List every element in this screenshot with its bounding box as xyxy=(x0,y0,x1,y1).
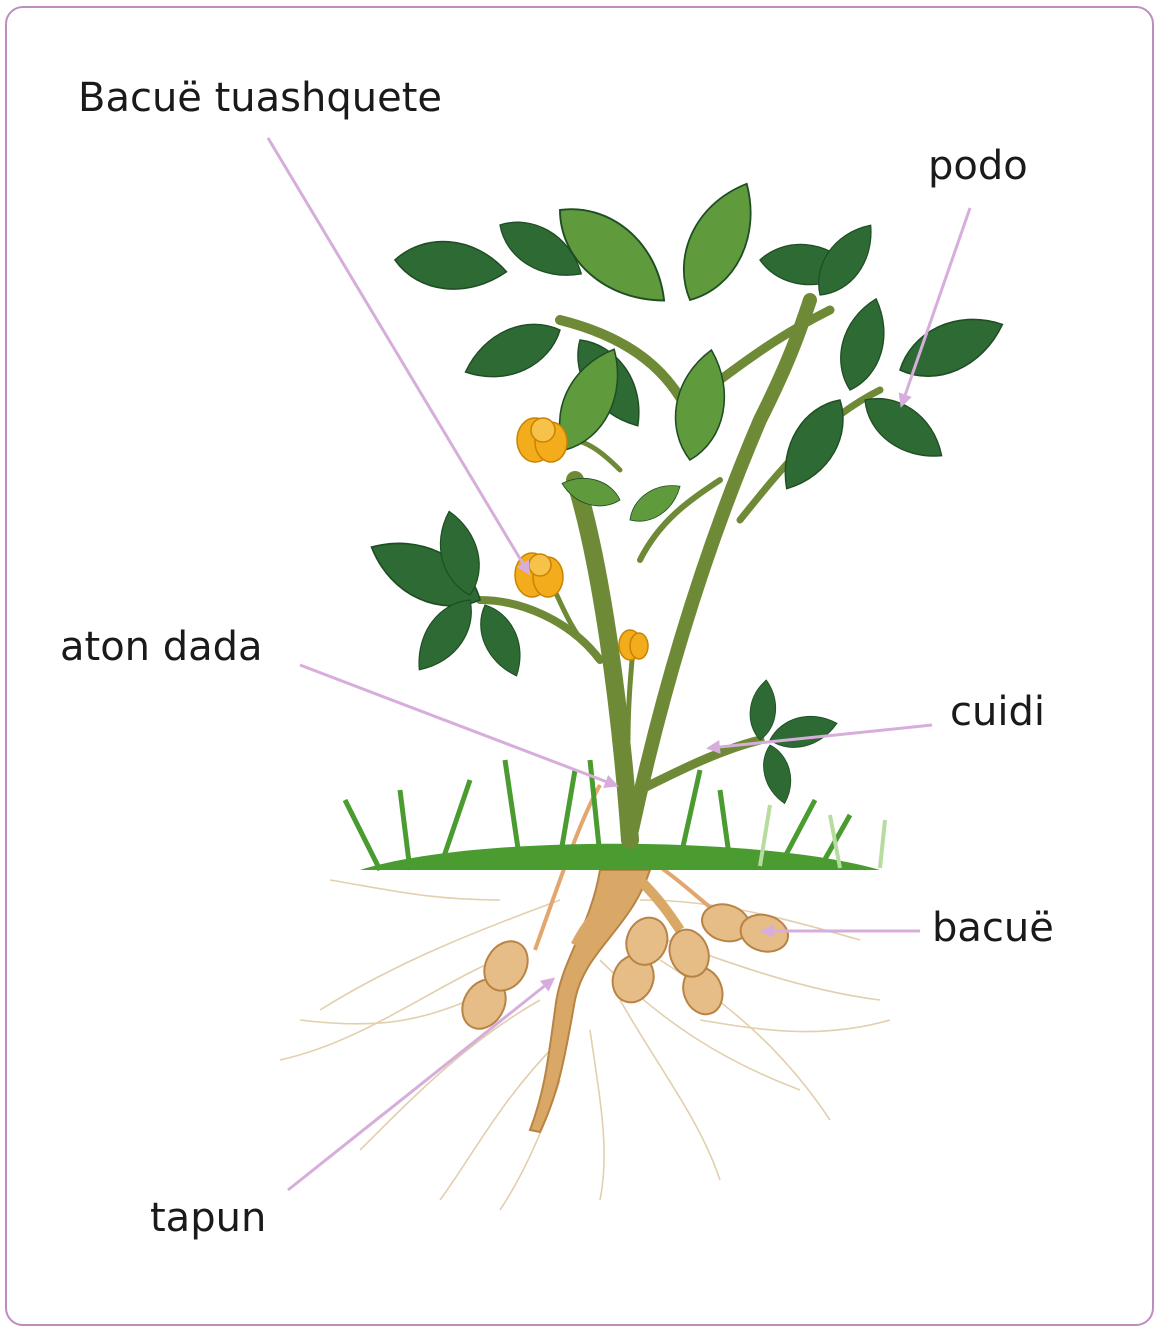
label-stem-base: aton dada xyxy=(60,627,263,667)
label-pod: bacuë xyxy=(932,908,1054,948)
leaves xyxy=(361,172,1012,806)
label-branch: cuidi xyxy=(950,692,1045,732)
grass xyxy=(345,760,885,870)
root-pointer xyxy=(288,980,552,1190)
label-root: tapun xyxy=(150,1198,266,1238)
label-flower: Bacuë tuashquete xyxy=(78,78,442,118)
label-leaf: podo xyxy=(928,146,1028,186)
stem-base-pointer xyxy=(300,665,615,785)
